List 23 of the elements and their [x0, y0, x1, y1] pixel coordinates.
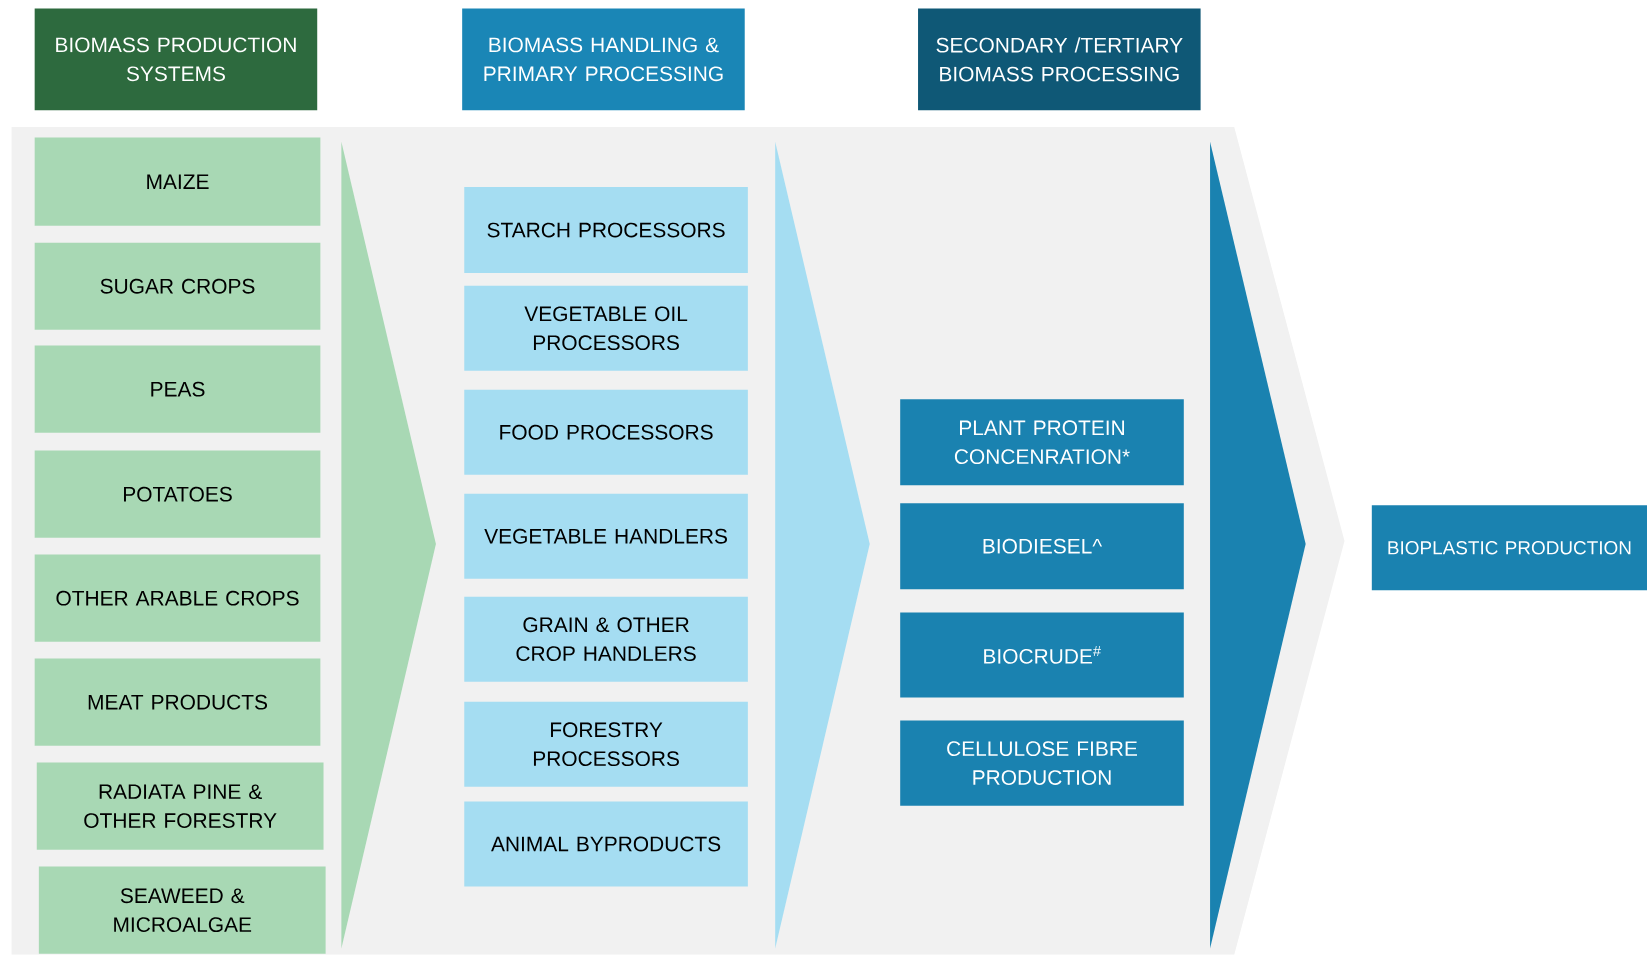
category-box: BIODIESEL^	[900, 503, 1184, 590]
category-box: SEAWEED & MICROALGAE	[38, 866, 326, 954]
category-box: VEGETABLE HANDLERS	[464, 493, 748, 579]
category-box: GRAIN & OTHER CROP HANDLERS	[464, 596, 748, 682]
category-box: BIOCRUDE$^{#}$	[900, 612, 1184, 698]
category-box: FOOD PROCESSORS	[464, 389, 748, 475]
category-box: VEGETABLE OIL PROCESSORS	[464, 285, 748, 371]
category-box: PEAS	[34, 345, 321, 433]
column-header: BIOMASS PRODUCTION SYSTEMS	[34, 8, 318, 111]
column-header: SECONDARY /TERTIARY BIOMASS PROCESSING	[918, 8, 1201, 111]
category-box: CELLULOSE FIBRE PRODUCTION	[900, 720, 1184, 806]
category-box: STARCH PROCESSORS	[464, 187, 748, 274]
category-box: POTATOES	[34, 450, 321, 538]
category-box: MEAT PRODUCTS	[34, 658, 321, 746]
category-box: MAIZE	[34, 137, 321, 226]
output-box: BIOPLASTIC PRODUCTION	[1371, 505, 1647, 591]
category-box: PLANT PROTEIN CONCENRATION*	[900, 399, 1184, 486]
category-box: ANIMAL BYPRODUCTS	[464, 801, 748, 887]
category-box: RADIATA PINE & OTHER FORESTRY	[36, 762, 324, 850]
column-header: BIOMASS HANDLING & PRIMARY PROCESSING	[462, 8, 745, 111]
category-box: FORESTRY PROCESSORS	[464, 701, 748, 787]
category-box: OTHER ARABLE CROPS	[34, 554, 321, 642]
category-box: SUGAR CROPS	[34, 242, 321, 330]
